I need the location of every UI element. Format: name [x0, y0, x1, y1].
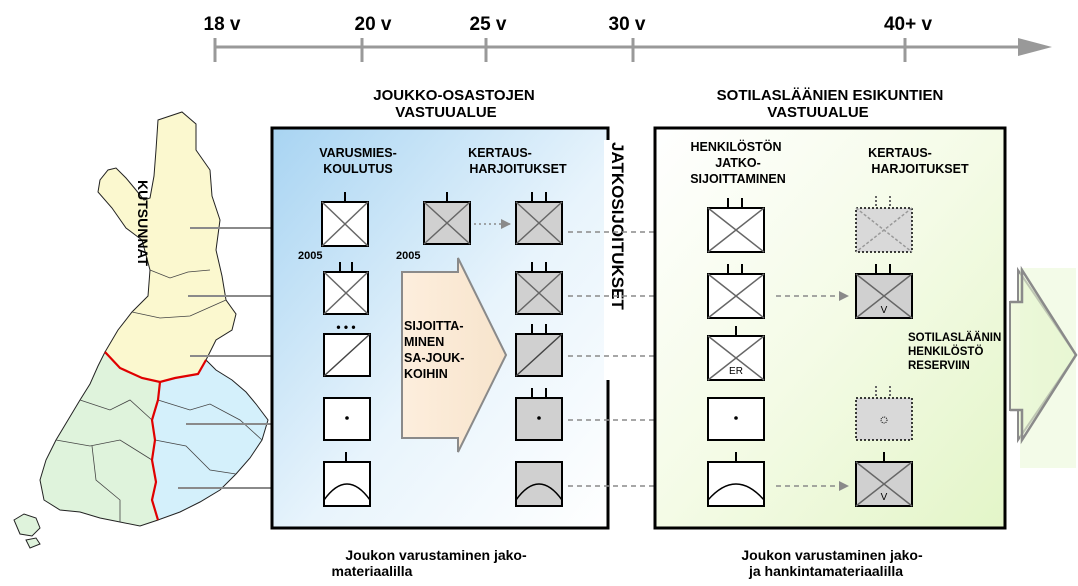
- unit-symbol-reserve-5: [855, 452, 913, 507]
- unit-symbol-kertaus-1: [515, 192, 563, 245]
- col-kertaus-line2: HARJOITUKSET: [469, 162, 567, 176]
- unit-symbol-kertaus-5: [515, 461, 563, 507]
- col-varusmies-line2: KOULUTUS: [323, 162, 392, 176]
- unit-symbol-reserve-dotted-1: [855, 196, 913, 253]
- right-heading-line2: VASTUUALUE: [767, 104, 868, 121]
- reserve-label-line: HENKILÖSTÖ: [908, 345, 983, 358]
- jatkosijoitukset-label: JATKOSIJOITUKSET: [608, 142, 627, 310]
- year-label: 2005: [396, 250, 420, 262]
- unit-symbol-jatko-2: [707, 264, 765, 319]
- col-varusmies-line1: VARUSMIES-: [319, 146, 397, 160]
- col-kertaus-right-line1: KERTAUS-: [868, 146, 932, 160]
- placement-big-arrow: [401, 257, 508, 453]
- reserve-label-line: SOTILASLÄÄNIN: [908, 331, 1001, 344]
- tick-label: 40+ v: [884, 14, 933, 35]
- finland-map: [13, 111, 269, 549]
- map-red-border: [150, 381, 162, 521]
- left-footer-line2: materiaalilla: [332, 563, 413, 579]
- map-district-line: [154, 439, 237, 475]
- map-district-line: [131, 299, 227, 319]
- map-district-line: [149, 269, 211, 279]
- col-kertaus-line1: KERTAUS-: [468, 146, 532, 160]
- placement-label-line: SA-JOUK-: [404, 351, 464, 365]
- unit-symbol-jatko-5: [707, 452, 765, 507]
- map-north-region: [97, 111, 237, 383]
- map-vertical-label: KUTSUNNAT: [135, 180, 151, 267]
- ellipsis-dots: • • •: [336, 320, 355, 334]
- placement-label-line: MINEN: [404, 335, 444, 349]
- right-heading-line1: SOTILASLÄÄNIEN ESIKUNTIEN: [717, 87, 944, 104]
- placement-label-line: SIJOITTA-: [404, 319, 464, 333]
- unit-symbol-arch: [323, 452, 371, 507]
- col-henkilosto-line: SIJOITTAMINEN: [690, 172, 786, 186]
- left-heading-line2: VASTUUALUE: [395, 104, 496, 121]
- map-islands: [13, 513, 41, 549]
- year-label: 2005: [298, 250, 322, 262]
- tick-label: 25 v: [470, 14, 507, 35]
- col-kertaus-right-line2: HARJOITUKSET: [871, 162, 969, 176]
- tick-label: 18 v: [204, 14, 241, 35]
- v-mark: V: [881, 492, 888, 503]
- vertical-label-backdrop: [604, 140, 634, 380]
- er-mark: ER: [729, 366, 743, 377]
- unit-symbol-cavalry: [323, 333, 371, 377]
- map-east-blue-region: [151, 359, 269, 521]
- unit-symbol-reserve-dotted-4: [855, 386, 913, 441]
- timeline: 18 v 20 v 25 v 30 v 40+ v: [204, 14, 1052, 62]
- unit-symbol-kertaus-4: [515, 388, 563, 441]
- left-heading-line1: JOUKKO-OSASTOJEN: [373, 87, 534, 104]
- timeline-arrowhead: [1018, 38, 1052, 56]
- v-mark: V: [881, 305, 888, 316]
- unit-symbol-battalion: [323, 262, 369, 315]
- col-henkilosto-line: HENKILÖSTÖN: [691, 139, 782, 154]
- left-footer-line1: Joukon varustaminen jako-: [345, 547, 527, 563]
- unit-symbol-jatko-4: [707, 397, 765, 441]
- unit-symbol-grey-mid: [423, 192, 471, 245]
- reserve-label-line: RESERVIIN: [908, 360, 970, 372]
- unit-symbol-brigade: [321, 192, 369, 247]
- right-footer-line2: ja hankintamateriaalilla: [748, 563, 903, 579]
- reserve-arrow-outline: [1010, 265, 1078, 445]
- map-district-line: [91, 445, 121, 522]
- tick-label: 20 v: [355, 14, 392, 35]
- col-henkilosto-line: JATKO-: [715, 156, 761, 170]
- map-district-line: [157, 399, 263, 441]
- map-district-line: [79, 399, 153, 421]
- unit-symbol-support: [323, 397, 371, 441]
- map-district-line: [55, 439, 153, 461]
- right-footer-line1: Joukon varustaminen jako-: [741, 547, 923, 563]
- placement-label-line: KOIHIN: [404, 367, 448, 381]
- tick-label: 30 v: [609, 14, 646, 35]
- unit-symbol-reserve-2: [855, 264, 913, 319]
- unit-symbol-kertaus-3: [515, 324, 563, 377]
- unit-symbol-jatko-3: [707, 326, 765, 381]
- unit-symbol-jatko-1: [707, 198, 765, 253]
- unit-symbol-kertaus-2: [515, 262, 563, 315]
